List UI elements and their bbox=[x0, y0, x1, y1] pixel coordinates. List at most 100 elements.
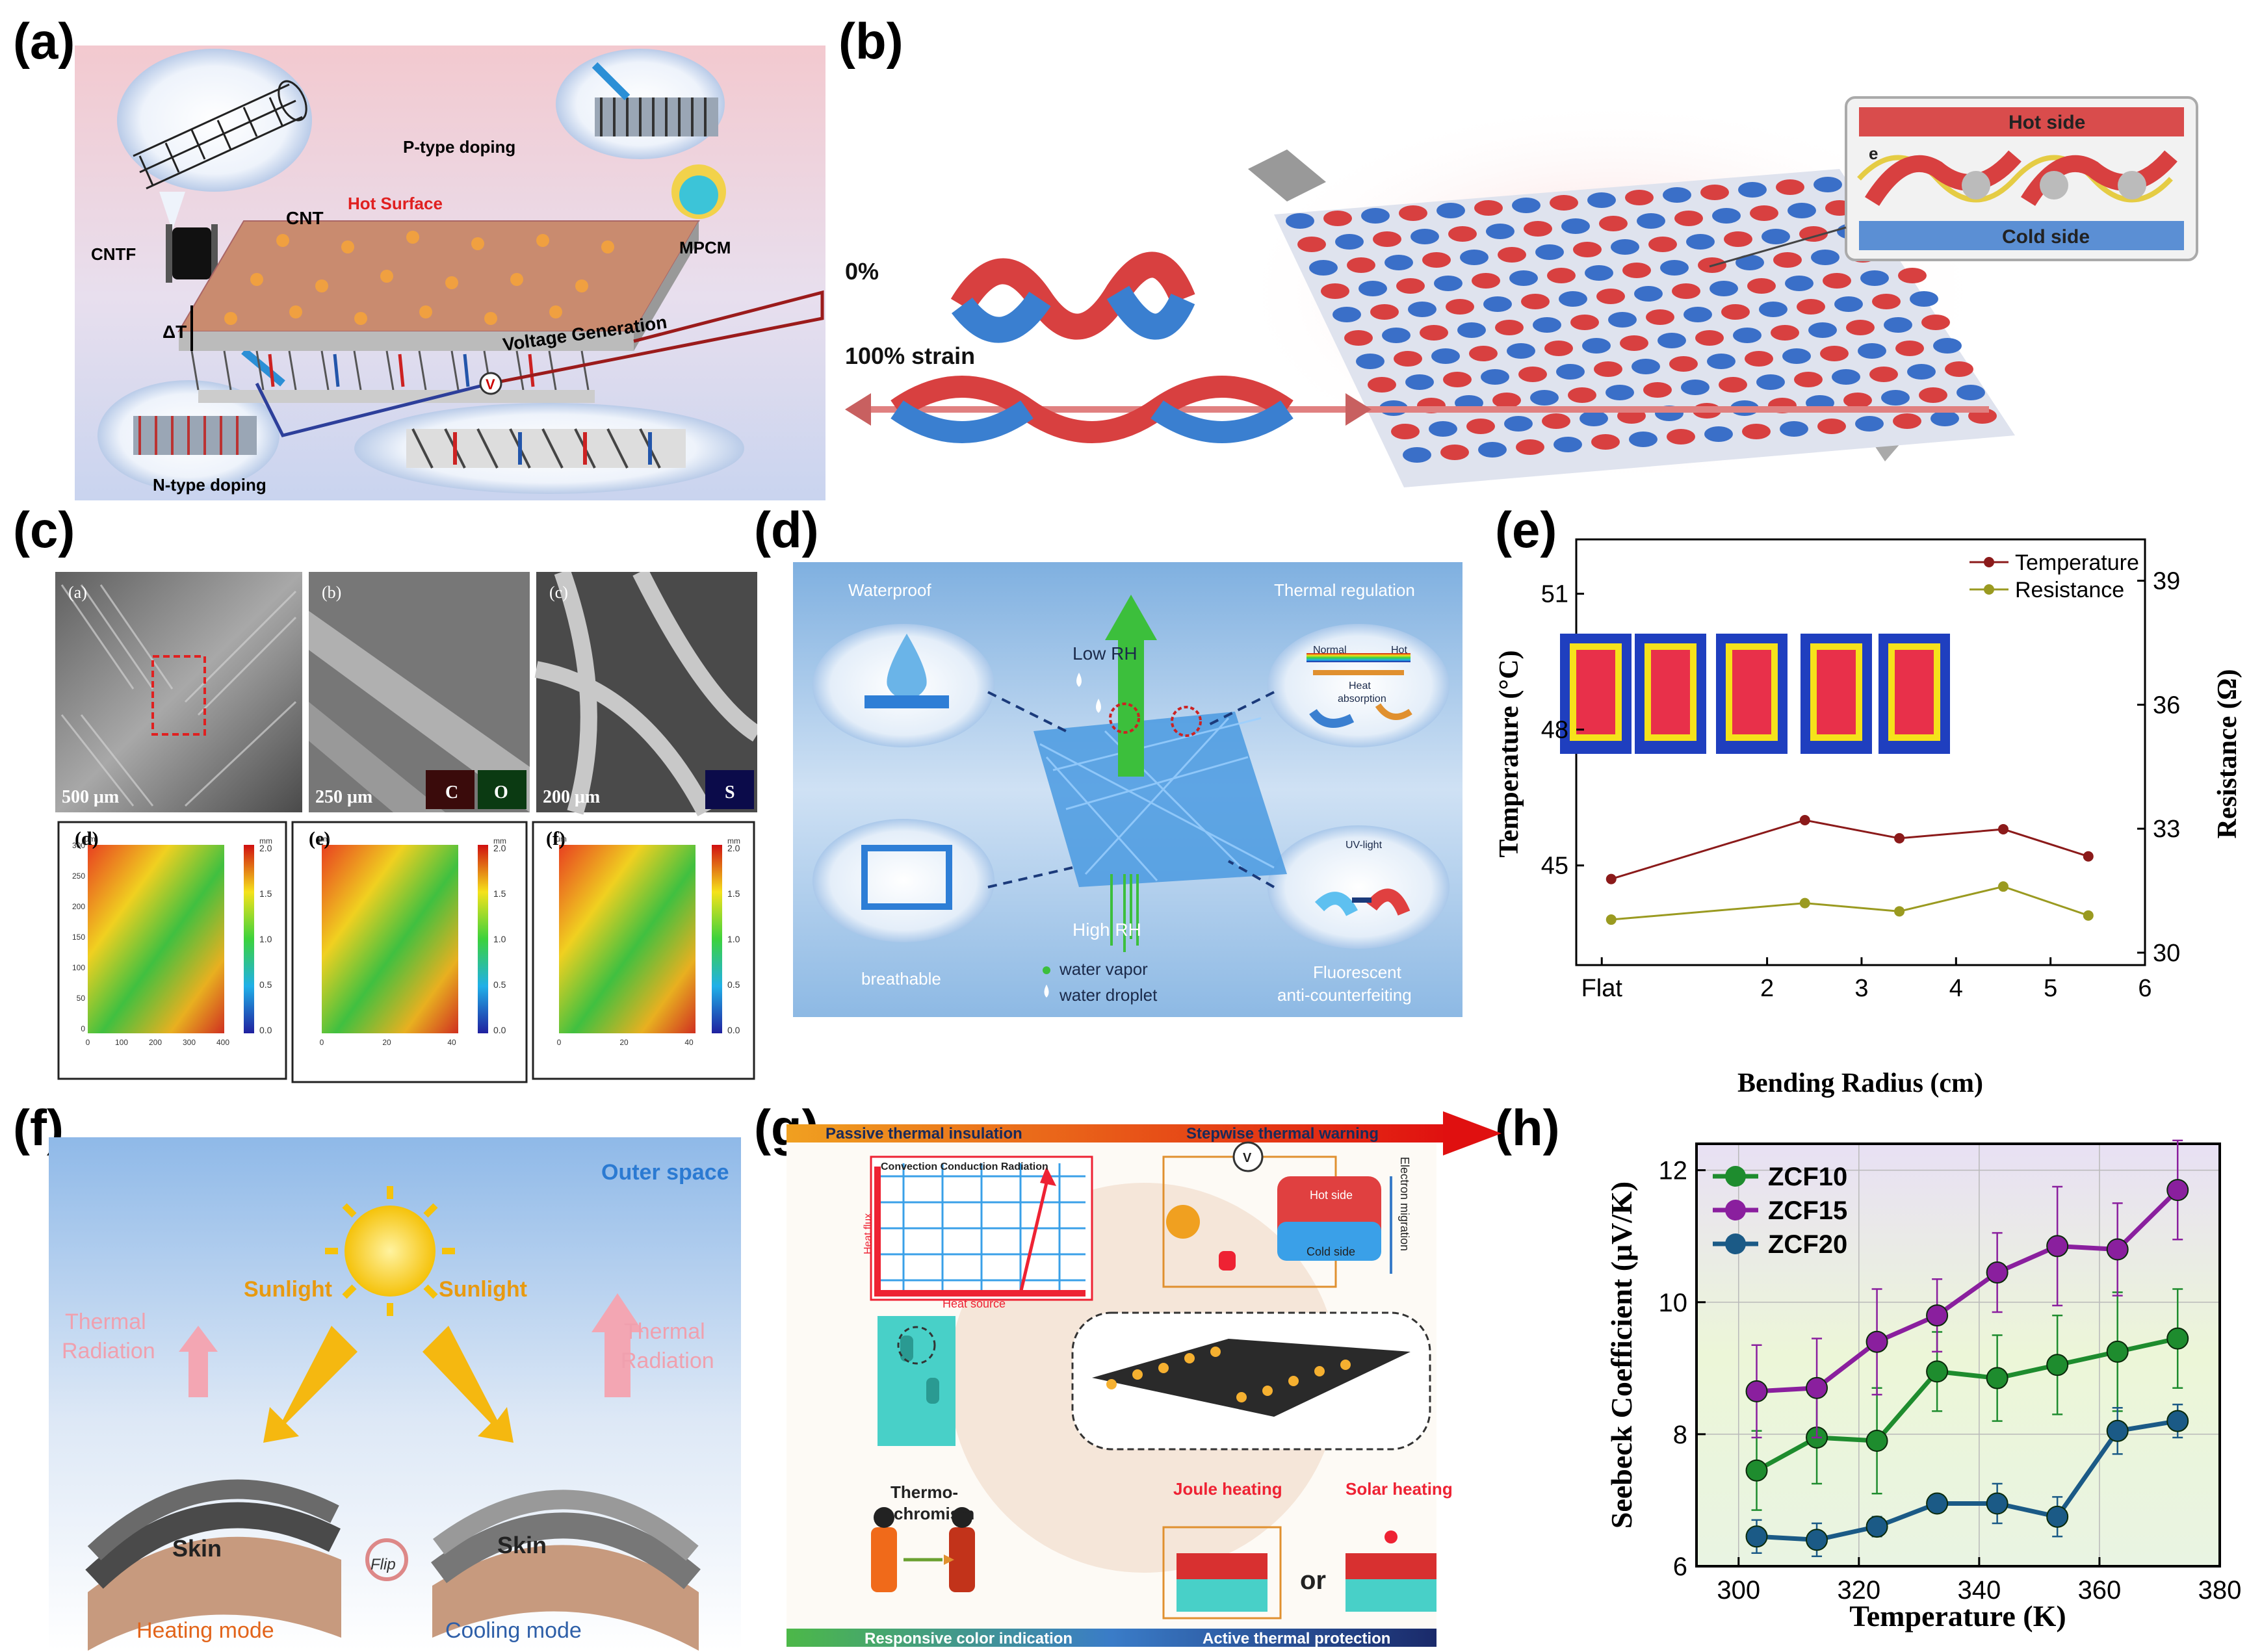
axis-unit: μm bbox=[318, 834, 330, 844]
element-s-map: S bbox=[725, 782, 735, 803]
weave-loop bbox=[1622, 263, 1651, 278]
weave-loop bbox=[1573, 242, 1602, 257]
y2-tick-label: 33 bbox=[2153, 816, 2180, 843]
x-tick-label: 5 bbox=[2044, 975, 2057, 1002]
weave-loop bbox=[1361, 208, 1390, 224]
weave-loop bbox=[1707, 354, 1736, 369]
plot-frame bbox=[1695, 1142, 2221, 1568]
weave-loop bbox=[1344, 330, 1373, 346]
weave-loop bbox=[1591, 434, 1620, 450]
weave-loop bbox=[1530, 390, 1559, 406]
weave-loop bbox=[1700, 185, 1729, 200]
weave-loop bbox=[1756, 374, 1785, 390]
weave-loop bbox=[1446, 299, 1474, 315]
weave-loop bbox=[1898, 268, 1927, 283]
weave-loop bbox=[1860, 270, 1889, 286]
weave-loop bbox=[1335, 234, 1364, 250]
stepwise-warning-label: Stepwise thermal warning bbox=[1186, 1125, 1379, 1142]
weave-loop bbox=[1832, 369, 1860, 385]
weave-loop bbox=[1384, 255, 1413, 270]
water-droplet-label: water droplet bbox=[1059, 985, 1158, 1005]
weave-loop bbox=[1643, 382, 1672, 398]
fluorescent-label: Fluorescent bbox=[1313, 962, 1402, 982]
weave-loop bbox=[1559, 291, 1587, 307]
weave-loop bbox=[1587, 192, 1616, 208]
x-tick-label: 380 bbox=[2198, 1576, 2242, 1605]
legend-marker bbox=[1984, 584, 1994, 595]
thermal-radiation-left-1: Thermal bbox=[65, 1310, 146, 1334]
axis-tick: 20 bbox=[619, 1038, 629, 1047]
colorbar-tick: 2.0 bbox=[727, 843, 740, 853]
weave-loop bbox=[1478, 442, 1507, 458]
thermal-image-hot bbox=[1895, 650, 1934, 734]
weave-loop bbox=[1568, 387, 1596, 403]
axis-tick: 100 bbox=[115, 1038, 128, 1047]
colorbar-tick: 0.0 bbox=[727, 1025, 740, 1035]
data-point-resistance bbox=[1606, 914, 1617, 925]
data-point-zcf20 bbox=[1986, 1492, 2008, 1515]
plot-background bbox=[1696, 1144, 2220, 1566]
legend-label: Resistance bbox=[2015, 578, 2124, 602]
x-tick-label: 320 bbox=[1837, 1576, 1880, 1605]
thermal-image-hot bbox=[1732, 650, 1771, 734]
weave-loop bbox=[1663, 187, 1691, 203]
thermal-radiation-right-2: Radiation bbox=[621, 1349, 714, 1373]
colorbar-tick: 1.5 bbox=[727, 888, 740, 899]
weave-loop bbox=[1858, 343, 1886, 359]
weave-loop bbox=[1776, 179, 1804, 195]
weave-loop bbox=[1512, 198, 1540, 213]
legend-marker bbox=[1725, 1200, 1746, 1220]
cold-side-g: Cold side bbox=[1306, 1245, 1355, 1258]
weave-loop bbox=[1721, 304, 1750, 320]
weave-loop bbox=[1554, 437, 1582, 452]
cntf-label: CNTF bbox=[91, 244, 136, 264]
colorbar-unit: mm bbox=[493, 836, 506, 845]
weave-loop bbox=[1580, 411, 1608, 426]
hot-label: Hot bbox=[1391, 645, 1407, 656]
weave-loop bbox=[1429, 421, 1457, 437]
high-rh-label: High RH bbox=[1072, 920, 1141, 940]
weave-loop bbox=[1394, 351, 1422, 367]
weave-loop bbox=[1542, 413, 1570, 429]
delta-t-label: ΔT bbox=[162, 322, 187, 342]
waterproof-label: Waterproof bbox=[848, 580, 931, 600]
weave-loop bbox=[1910, 291, 1938, 307]
weave-loop bbox=[1895, 341, 1924, 356]
y-tick-label: 45 bbox=[1541, 853, 1568, 880]
profile-sublabel-d: (d) bbox=[75, 828, 99, 849]
panel-label-e: (e) bbox=[1495, 501, 1557, 558]
weave-loop bbox=[1368, 377, 1396, 393]
x-tick-label: 300 bbox=[1717, 1576, 1760, 1605]
weave-loop bbox=[1712, 208, 1741, 224]
series bbox=[1606, 815, 2094, 925]
axis-tick: 200 bbox=[149, 1038, 162, 1047]
weave-loop bbox=[1738, 182, 1767, 198]
weave-loop bbox=[1855, 416, 1884, 432]
responsive-color-label: Responsive color indication bbox=[864, 1630, 1072, 1647]
panel-label-d: (d) bbox=[754, 501, 819, 558]
data-point-zcf10 bbox=[2166, 1327, 2189, 1350]
data-point-zcf10 bbox=[2106, 1340, 2129, 1363]
sem-sublabel-c: (c) bbox=[549, 583, 568, 602]
weave-loop bbox=[1358, 281, 1387, 296]
thermal-radiation-left-2: Radiation bbox=[62, 1339, 155, 1363]
data-point-zcf10 bbox=[1926, 1360, 1949, 1383]
weave-loop bbox=[1933, 338, 1962, 354]
weave-loop bbox=[1448, 226, 1477, 242]
weave-loop bbox=[1518, 367, 1547, 382]
weave-loop bbox=[1481, 369, 1509, 385]
y-tick-label: 8 bbox=[1673, 1421, 1687, 1449]
weave-loop bbox=[1585, 265, 1613, 281]
weave-loop bbox=[1521, 294, 1550, 309]
axis-tick: 20 bbox=[382, 1038, 391, 1047]
x-axis-title: Temperature (K) bbox=[1849, 1599, 2066, 1633]
legend-label: ZCF10 bbox=[1768, 1163, 1847, 1191]
weave-loop bbox=[1370, 304, 1399, 320]
colorbar-tick: 0.5 bbox=[727, 979, 740, 990]
weave-loop bbox=[1347, 257, 1375, 273]
y-tick-label: 12 bbox=[1659, 1157, 1688, 1185]
data-point-temperature bbox=[1997, 823, 2008, 834]
